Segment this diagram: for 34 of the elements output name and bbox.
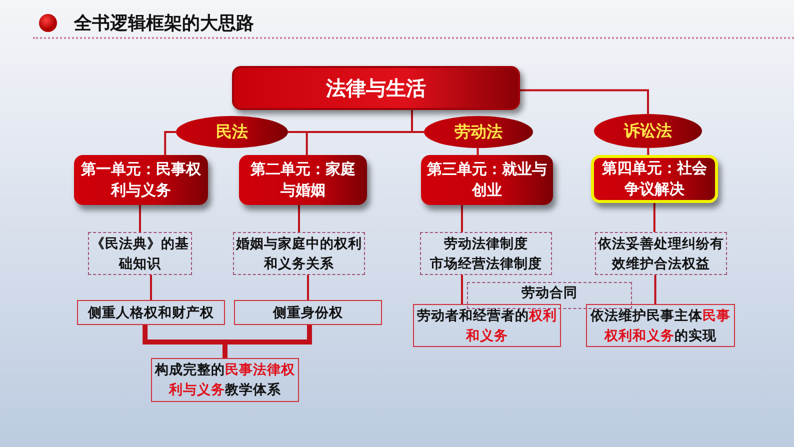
category-ellipse: 劳动法 <box>424 116 533 148</box>
unit-box: 第三单元：就业与创业 <box>421 155 553 205</box>
text-box: 《民法典》的基础知识 <box>88 232 192 275</box>
text-line: 市场经营法律制度 <box>429 254 543 274</box>
connector-line <box>460 205 463 232</box>
connector-line <box>164 131 177 155</box>
connector-line <box>150 275 152 300</box>
connector-line <box>476 148 479 155</box>
text-box: 婚姻与家庭中的权利和义务关系 <box>233 232 365 275</box>
text-box: 劳动者和经营者的权利和义务 <box>413 304 561 347</box>
text-box <box>420 232 552 275</box>
connector-line <box>287 131 308 155</box>
connector-line <box>653 203 656 232</box>
title-box: 法律与生活 <box>232 66 520 110</box>
connector-line <box>139 205 141 232</box>
category-ellipse: 民法 <box>176 116 288 148</box>
text-box: 侧重人格权和财产权 <box>77 300 225 325</box>
unit-box: 第二单元：家庭与婚姻 <box>239 155 367 205</box>
connector-line <box>647 148 650 155</box>
title: 全书逻辑框架的大思路 <box>74 12 254 35</box>
text-box: 依法妥善处理纠纷有效维护合法权益 <box>595 232 727 275</box>
connector-line <box>307 275 309 300</box>
text-box: 侧重身份权 <box>234 300 382 325</box>
connector-line <box>461 275 463 304</box>
text-box: 劳动合同 <box>467 282 632 309</box>
category-ellipse: 诉讼法 <box>594 114 702 148</box>
text-box: 依法维护民事主体民事权利和义务的实现 <box>586 304 735 347</box>
connector-line <box>654 275 656 304</box>
connector-line <box>520 89 649 114</box>
text-box: 构成完整的民事法律权利与义务教学体系 <box>151 358 299 402</box>
text-line: 劳动法律制度 <box>443 234 529 254</box>
unit-box: 第一单元：民事权利与义务 <box>74 155 208 205</box>
connector-line <box>298 205 300 232</box>
unit-box: 第四单元：社会争议解决 <box>591 155 718 203</box>
